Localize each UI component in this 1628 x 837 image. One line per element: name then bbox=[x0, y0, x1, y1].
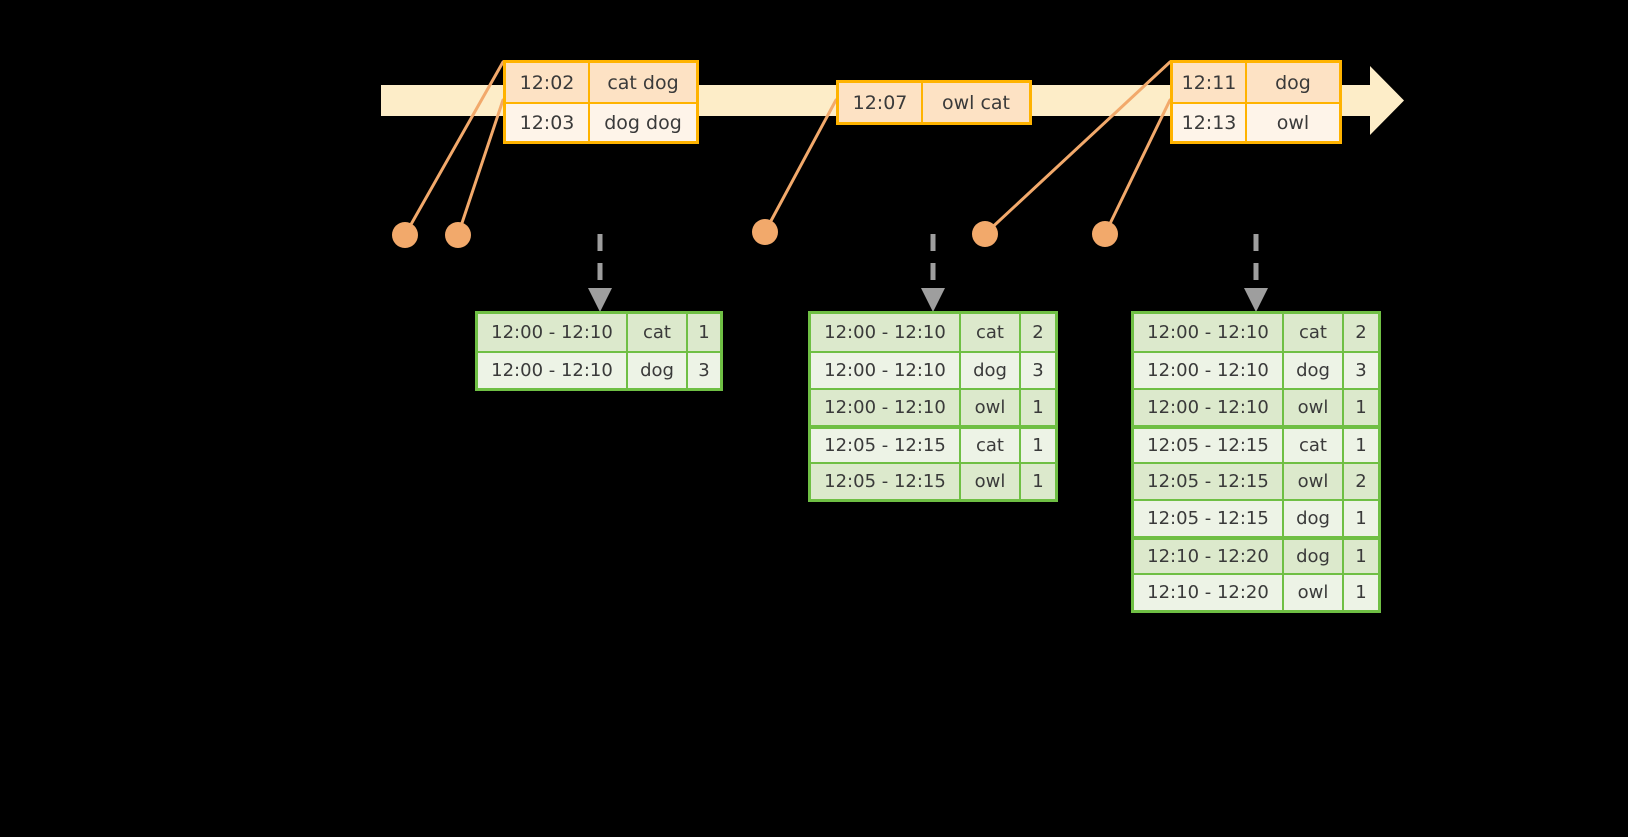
event-row: 12:07 owl cat bbox=[839, 83, 1029, 122]
cell-count: 1 bbox=[1344, 501, 1378, 536]
connector-line-1 bbox=[403, 60, 505, 237]
cell-word: dog bbox=[1284, 501, 1344, 536]
cell-word: owl bbox=[961, 390, 1021, 425]
cell-count: 3 bbox=[688, 353, 720, 388]
cell-word: owl bbox=[961, 464, 1021, 499]
event-time: 12:13 bbox=[1173, 104, 1247, 141]
event-marker-dot bbox=[392, 222, 418, 248]
cell-window: 12:05 - 12:15 bbox=[1134, 501, 1284, 536]
cell-word: cat bbox=[1284, 429, 1344, 462]
emit-arrows bbox=[588, 234, 1268, 312]
event-marker-dot bbox=[752, 219, 778, 245]
cell-window: 12:00 - 12:10 bbox=[811, 390, 961, 425]
cell-window: 12:00 - 12:10 bbox=[1134, 314, 1284, 351]
cell-window: 12:00 - 12:10 bbox=[811, 353, 961, 388]
cell-window: 12:00 - 12:10 bbox=[1134, 390, 1284, 425]
cell-count: 1 bbox=[1021, 390, 1055, 425]
cell-count: 1 bbox=[1344, 429, 1378, 462]
event-time: 12:02 bbox=[506, 63, 590, 102]
cell-word: dog bbox=[1284, 353, 1344, 388]
cell-count: 3 bbox=[1344, 353, 1378, 388]
cell-window: 12:00 - 12:10 bbox=[1134, 353, 1284, 388]
cell-count: 1 bbox=[1344, 575, 1378, 610]
cell-word: dog bbox=[1284, 540, 1344, 573]
cell-window: 12:05 - 12:15 bbox=[1134, 429, 1284, 462]
event-words: cat dog bbox=[607, 71, 679, 94]
event-words: dog bbox=[1275, 71, 1311, 94]
event-words: dog dog bbox=[604, 111, 682, 134]
cell-word: owl bbox=[1284, 575, 1344, 610]
event-marker-dot bbox=[445, 222, 471, 248]
cell-word: cat bbox=[961, 314, 1021, 351]
emit-arrow-3 bbox=[1244, 234, 1268, 312]
event-marker-dot bbox=[972, 221, 998, 247]
cell-word: cat bbox=[628, 314, 688, 351]
event-time: 12:03 bbox=[506, 104, 590, 141]
cell-word: owl bbox=[1284, 390, 1344, 425]
cell-count: 1 bbox=[1344, 540, 1378, 573]
cell-word: dog bbox=[628, 353, 688, 388]
emit-arrow-1 bbox=[588, 234, 612, 312]
cell-count: 2 bbox=[1344, 314, 1378, 351]
cell-count: 2 bbox=[1021, 314, 1055, 351]
cell-word: dog bbox=[961, 353, 1021, 388]
emit-arrow-2 bbox=[921, 234, 945, 312]
cell-word: cat bbox=[1284, 314, 1344, 351]
cell-window: 12:00 - 12:10 bbox=[811, 314, 961, 351]
cell-count: 1 bbox=[1021, 464, 1055, 499]
cell-count: 2 bbox=[1344, 464, 1378, 499]
cell-count: 1 bbox=[1344, 390, 1378, 425]
event-row: 12:02 cat dog bbox=[506, 63, 696, 102]
event-row: 12:11 dog bbox=[1173, 63, 1339, 102]
cell-word: cat bbox=[961, 429, 1021, 462]
cell-window: 12:00 - 12:10 bbox=[478, 353, 628, 388]
connector-line-2 bbox=[456, 98, 505, 237]
cell-count: 1 bbox=[1021, 429, 1055, 462]
event-row: 12:13 owl bbox=[1173, 102, 1339, 141]
cell-window: 12:00 - 12:10 bbox=[478, 314, 628, 351]
cell-word: owl bbox=[1284, 464, 1344, 499]
event-time: 12:11 bbox=[1173, 63, 1247, 102]
cell-count: 3 bbox=[1021, 353, 1055, 388]
cell-window: 12:05 - 12:15 bbox=[1134, 464, 1284, 499]
event-words: owl cat bbox=[941, 91, 1011, 114]
event-marker-dot bbox=[1092, 221, 1118, 247]
connector-line-5 bbox=[1103, 98, 1172, 236]
cell-count: 1 bbox=[688, 314, 720, 351]
cell-window: 12:10 - 12:20 bbox=[1134, 575, 1284, 610]
event-group-1[interactable]: 12:02 cat dog 12:03 dog dog bbox=[503, 60, 699, 144]
event-markers bbox=[392, 219, 1118, 248]
event-time: 12:07 bbox=[839, 83, 923, 122]
cell-window: 12:10 - 12:20 bbox=[1134, 540, 1284, 573]
connector-line-3 bbox=[763, 98, 838, 234]
cell-window: 12:05 - 12:15 bbox=[811, 464, 961, 499]
event-group-3[interactable]: 12:11 dog 12:13 owl bbox=[1170, 60, 1342, 144]
event-group-2[interactable]: 12:07 owl cat bbox=[836, 80, 1032, 125]
event-row: 12:03 dog dog bbox=[506, 102, 696, 141]
event-words: owl bbox=[1276, 111, 1310, 134]
cell-window: 12:05 - 12:15 bbox=[811, 429, 961, 462]
